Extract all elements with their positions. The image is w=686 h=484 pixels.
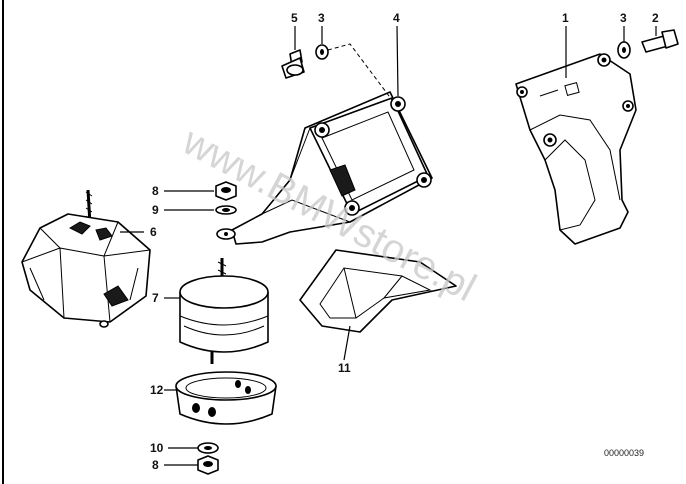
- part-12-ring: [175, 371, 277, 425]
- part-9-washer: [215, 205, 237, 215]
- label-11: 11: [338, 361, 351, 375]
- part-6-rubber-mount: [21, 189, 151, 328]
- part-2-bolt: [641, 29, 679, 53]
- label-8-bottom: 8: [152, 458, 159, 472]
- part-3-washer-left: [315, 44, 329, 60]
- label-4: 4: [393, 11, 400, 25]
- part-8-nut-top: [215, 181, 237, 201]
- part-10-washer: [197, 442, 219, 454]
- label-3-right: 3: [620, 11, 627, 25]
- leader-lines: [120, 25, 657, 466]
- label-9: 9: [152, 203, 159, 217]
- diagram-code: 00000039: [604, 448, 644, 458]
- label-1: 1: [562, 11, 569, 25]
- label-2: 2: [652, 11, 659, 25]
- label-6: 6: [150, 225, 157, 239]
- part-4-engine-bracket: [216, 91, 433, 245]
- label-5: 5: [291, 11, 298, 25]
- assembly-guide-line: [327, 43, 393, 101]
- label-10: 10: [150, 441, 164, 455]
- label-12: 12: [150, 383, 164, 397]
- label-3-left: 3: [318, 11, 325, 25]
- part-1-bracket: [515, 53, 637, 245]
- part-8-nut-bottom: [197, 455, 219, 475]
- part-5-bolt: [281, 49, 305, 79]
- part-3-washer-right: [617, 41, 631, 59]
- part-11-heat-shield: [299, 249, 457, 333]
- label-8-top: 8: [152, 184, 159, 198]
- part-7-cylinder-mount: [179, 258, 269, 364]
- label-7: 7: [152, 291, 159, 305]
- callout-labels: 5 3 4 1 3 2 8 9 6 7 11 12 10 8: [150, 11, 659, 472]
